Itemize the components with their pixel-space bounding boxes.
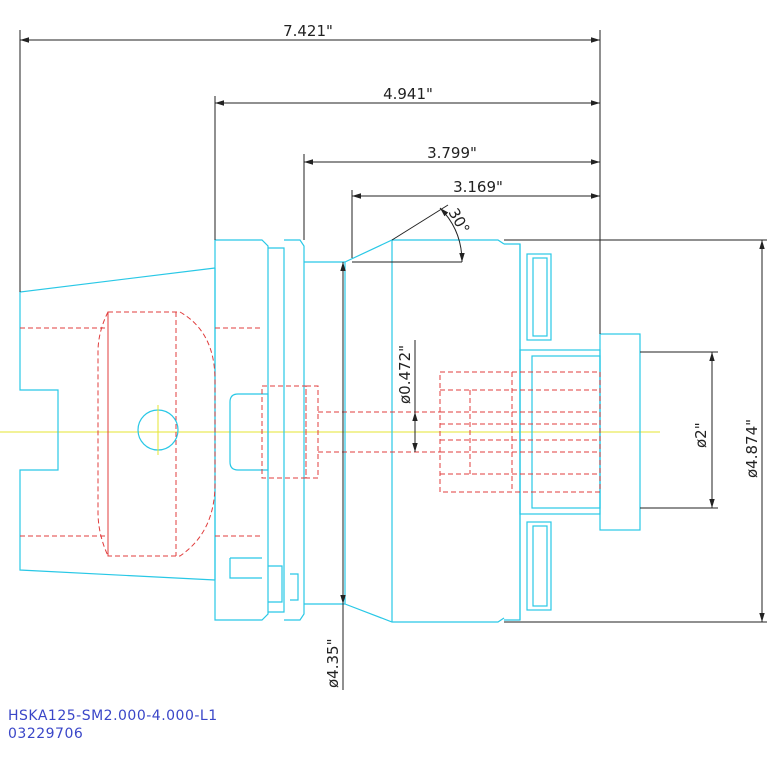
part-outline <box>19 239 641 623</box>
part-number-label: HSKA125-SM2.000-4.000-L1 <box>8 708 218 724</box>
dim-length-body: 3.799" <box>427 144 477 162</box>
dimension-lines <box>19 30 767 690</box>
dim-length-nose: 3.169" <box>453 178 503 196</box>
dim-body-dia: ø4.874" <box>743 419 761 478</box>
dim-shank-dia: ø2" <box>692 422 710 448</box>
dim-overall-length: 7.421" <box>283 22 333 40</box>
dim-length-flange: 4.941" <box>383 85 433 103</box>
dim-neck-dia: ø4.35" <box>324 639 342 688</box>
item-number-label: 03229706 <box>8 726 84 742</box>
dim-bore-dia: ø0.472" <box>396 345 414 404</box>
hidden-lines <box>20 311 601 557</box>
dim-chamfer-angle: 30° <box>445 205 474 237</box>
